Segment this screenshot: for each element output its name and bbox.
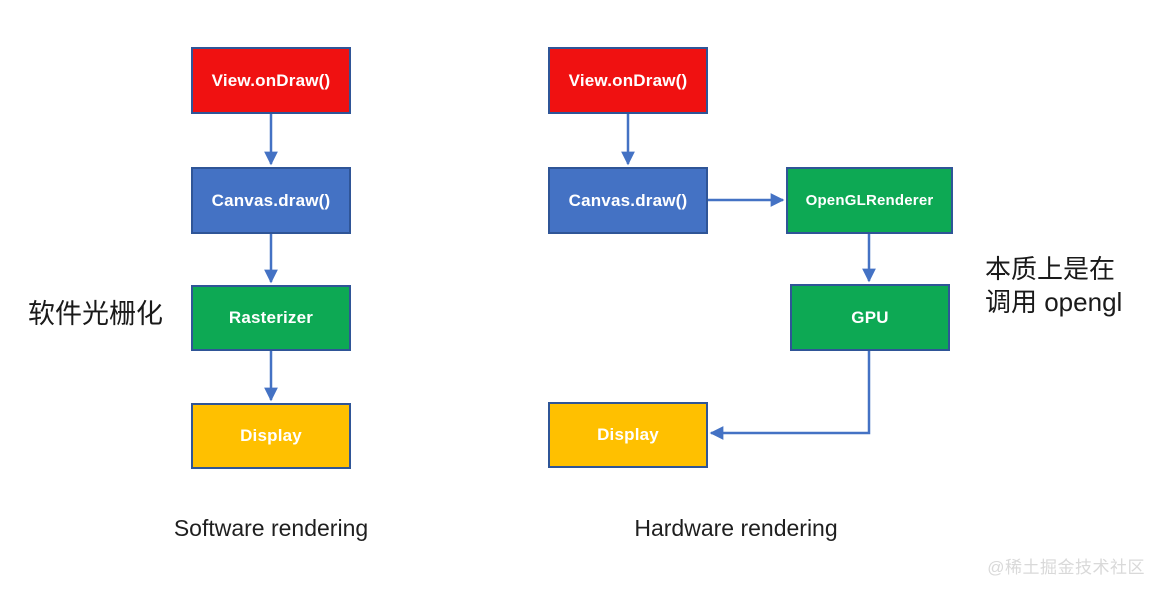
opengl-note-line1: 本质上是在 — [985, 254, 1116, 284]
node-left-display: Display — [191, 403, 351, 469]
software-rendering-caption: Software rendering — [173, 515, 369, 541]
hardware-rendering-caption: Hardware rendering — [634, 515, 838, 541]
juejin-watermark: @稀土掘金技术社区 — [987, 558, 1145, 577]
node-right-gpu: GPU — [790, 284, 950, 351]
node-right-canvas-draw: Canvas.draw() — [548, 167, 708, 234]
opengl-note: 本质上是在 调用 opengl — [985, 253, 1155, 319]
software-rasterization-label: 软件光栅化 — [28, 299, 163, 329]
node-right-openglrenderer: OpenGLRenderer — [786, 167, 953, 234]
node-right-view-ondraw: View.onDraw() — [548, 47, 708, 114]
node-left-canvas-draw: Canvas.draw() — [191, 167, 351, 234]
node-right-display: Display — [548, 402, 708, 468]
opengl-note-line2: 调用 opengl — [985, 287, 1123, 317]
node-left-view-ondraw: View.onDraw() — [191, 47, 351, 114]
node-left-rasterizer: Rasterizer — [191, 285, 351, 351]
arrow-r-gpu-to-display — [709, 351, 871, 440]
